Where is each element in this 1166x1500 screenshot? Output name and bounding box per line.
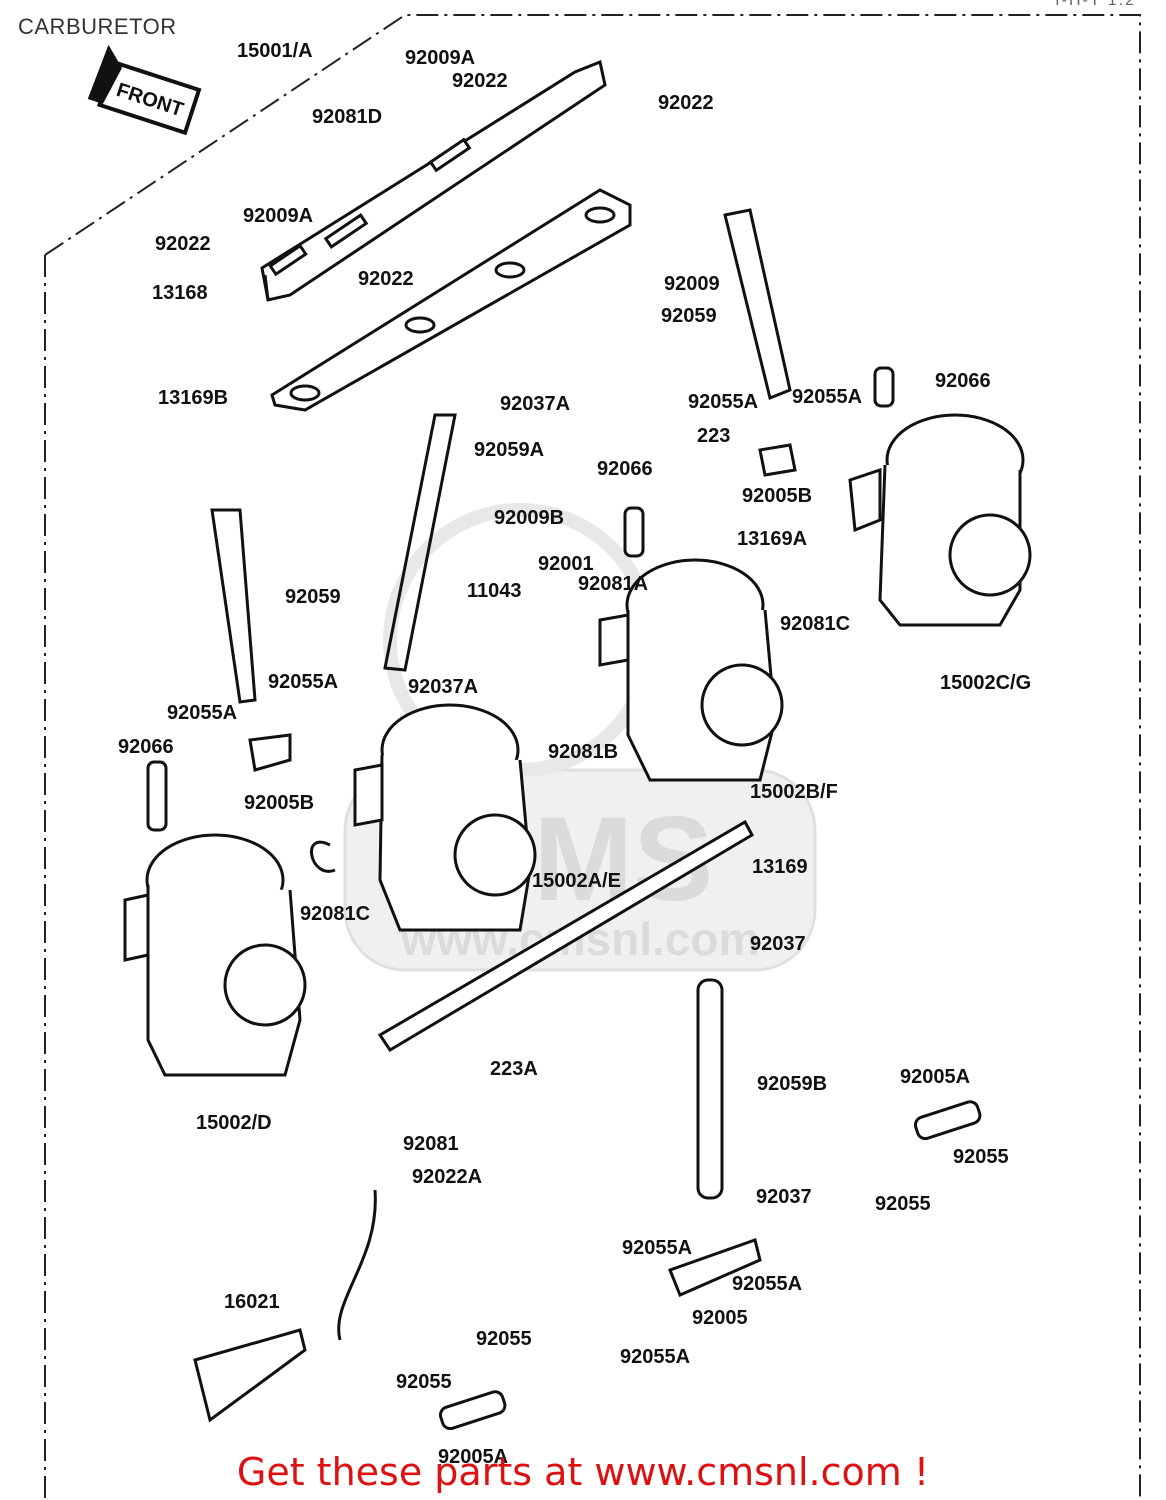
label-92081a: 92081A xyxy=(578,573,648,595)
label-92055a-1: 92055A xyxy=(688,391,758,413)
label-223: 223 xyxy=(697,425,730,447)
label-92037a-2: 92037A xyxy=(408,676,478,698)
fittings xyxy=(193,443,982,1431)
label-92005b-1: 92005B xyxy=(742,485,812,507)
label-92055a-4: 92055A xyxy=(167,702,237,724)
label-15001a: 15001/A xyxy=(237,40,313,62)
page-title: CARBURETOR xyxy=(18,14,177,39)
hoses xyxy=(146,208,895,1200)
label-92055a-5: 92055A xyxy=(622,1237,692,1259)
label-16021: 16021 xyxy=(224,1291,280,1313)
label-13169: 13169 xyxy=(752,856,808,878)
label-92022-1: 92022 xyxy=(452,70,508,92)
label-92009a-2: 92009A xyxy=(243,205,313,227)
label-92055a-2: 92055A xyxy=(792,386,862,408)
label-92009b: 92009B xyxy=(494,507,564,529)
label-92009: 92009 xyxy=(664,273,720,295)
label-92005: 92005 xyxy=(692,1307,748,1329)
front-badge-arrow xyxy=(87,44,122,104)
label-92055a-3: 92055A xyxy=(268,671,338,693)
label-13169b: 13169B xyxy=(158,387,228,409)
label-92055-1: 92055 xyxy=(953,1146,1009,1168)
carburetor-15002b xyxy=(598,558,784,782)
lower-bracket-13169b xyxy=(270,188,632,412)
label-92081: 92081 xyxy=(403,1133,459,1155)
label-92055-2: 92055 xyxy=(875,1193,931,1215)
label-15002bf: 15002B/F xyxy=(750,781,838,803)
linkage-13169 xyxy=(377,819,755,1053)
footer-link-text[interactable]: Get these parts at www.cmsnl.com ! xyxy=(236,1450,930,1494)
carburetor-15002c xyxy=(848,413,1032,627)
label-92081b: 92081B xyxy=(548,741,618,763)
upper-bracket-15001 xyxy=(260,59,607,302)
label-13169a: 13169A xyxy=(737,528,807,550)
label-92009a-1: 92009A xyxy=(405,47,475,69)
label-92081c-1: 92081C xyxy=(780,613,850,635)
label-92059b: 92059B xyxy=(757,1073,827,1095)
front-badge: FRONT xyxy=(87,44,202,136)
corner-mark: I-H-T 1.2 xyxy=(1055,0,1136,9)
label-15002d: 15002/D xyxy=(196,1112,272,1134)
label-92066-3: 92066 xyxy=(118,736,174,758)
label-92066-2: 92066 xyxy=(597,458,653,480)
label-92037-2: 92037 xyxy=(756,1186,812,1208)
label-92059-1: 92059 xyxy=(661,305,717,327)
label-92081c-2: 92081C xyxy=(300,903,370,925)
label-92055a-7: 92055A xyxy=(620,1346,690,1368)
label-92005b-2: 92005B xyxy=(244,792,314,814)
label-92037a-1: 92037A xyxy=(500,393,570,415)
label-92037-1: 92037 xyxy=(750,933,806,955)
label-92022-4: 92022 xyxy=(358,268,414,290)
label-13168: 13168 xyxy=(152,282,208,304)
label-223a: 223A xyxy=(490,1058,538,1080)
label-92081d: 92081D xyxy=(312,106,382,128)
label-92055a-6: 92055A xyxy=(732,1273,802,1295)
label-92066-1: 92066 xyxy=(935,370,991,392)
label-92001: 92001 xyxy=(538,553,594,575)
label-92005a-2: 92005A xyxy=(438,1446,508,1468)
label-15002cg: 15002C/G xyxy=(940,672,1031,694)
label-92055-3: 92055 xyxy=(476,1328,532,1350)
label-92055-4: 92055 xyxy=(396,1371,452,1393)
label-15002ae: 15002A/E xyxy=(532,870,621,892)
label-92022-2: 92022 xyxy=(658,92,714,114)
label-11043: 11043 xyxy=(467,580,522,602)
carburetor-15002a xyxy=(353,703,537,932)
part-labels: 15001/A 92009A 92022 92022 92081D 92009A… xyxy=(118,40,1031,1468)
label-92022a: 92022A xyxy=(412,1166,482,1188)
label-92059-2: 92059 xyxy=(285,586,341,608)
label-92005a-1: 92005A xyxy=(900,1066,970,1088)
label-92059a: 92059A xyxy=(474,439,544,461)
carburetor-15002 xyxy=(123,833,307,1077)
label-92022-3: 92022 xyxy=(155,233,211,255)
